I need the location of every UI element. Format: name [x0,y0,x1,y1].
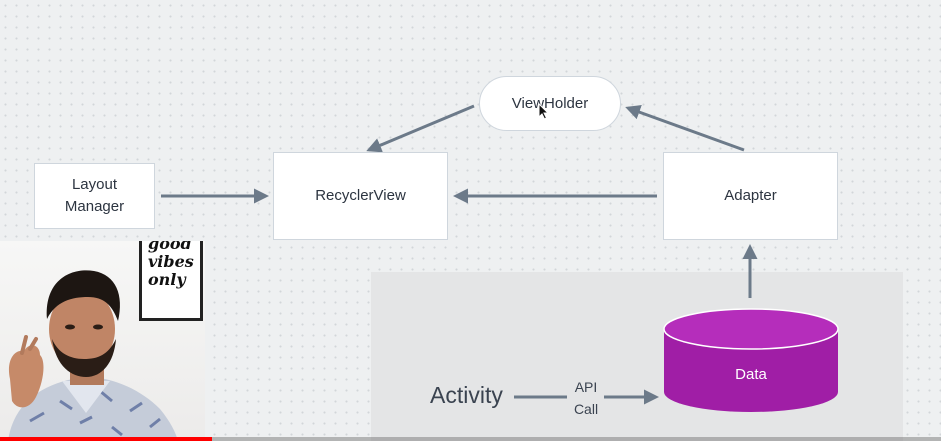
adapter-node: Adapter [663,152,838,240]
presenter-webcam: good vibes only [0,241,205,441]
viewholder-label: ViewHolder [511,95,589,112]
video-progress-track[interactable] [0,437,941,441]
api-call-label: API Call [566,376,606,420]
api-call-label-line1: API [574,379,598,395]
viewholder-node: ViewHolder [479,76,621,131]
video-progress-fill [0,437,212,441]
arrow-adapter-to-viewholder [625,105,745,152]
data-cylinder [663,308,839,412]
api-call-label-line2: Call [573,401,599,417]
wall-poster: good vibes only [139,241,203,321]
arrow-viewholder-to-recyclerview [366,104,475,153]
poster-line: good [148,241,192,253]
recyclerview-node: RecyclerView [273,152,448,240]
poster-line: only [148,270,186,289]
data-label: Data [735,366,767,383]
poster-line: vibes [148,252,194,271]
layout-manager-label-line1: Layout [71,176,118,193]
layout-manager-node: Layout Manager [34,163,155,229]
activity-label: Activity [430,382,503,408]
mouse-cursor-icon [538,103,550,120]
recyclerview-label: RecyclerView [315,187,406,204]
adapter-label: Adapter [724,187,777,204]
presenter-figure [8,270,178,441]
layout-manager-label-line2: Manager [64,198,125,215]
